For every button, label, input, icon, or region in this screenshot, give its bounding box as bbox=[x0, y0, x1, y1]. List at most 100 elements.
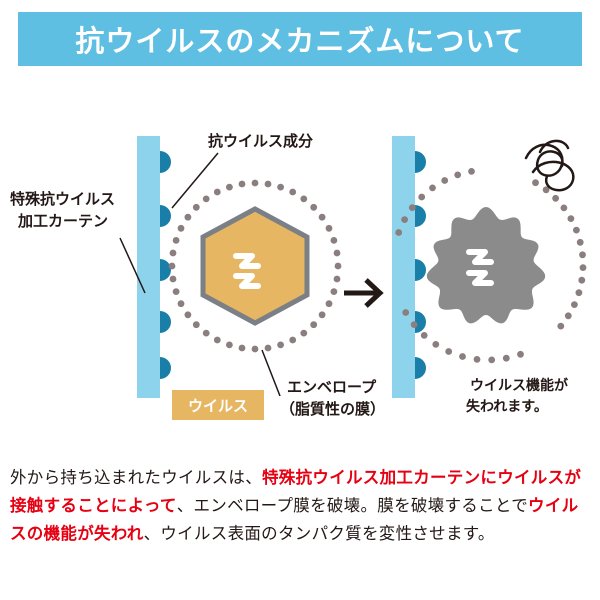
envelope-dot bbox=[192, 203, 200, 211]
envelope-dot bbox=[395, 229, 403, 236]
envelope-dot bbox=[251, 179, 259, 187]
envelope-dot bbox=[575, 289, 583, 297]
envelope-dot bbox=[310, 321, 318, 329]
envelope-dot bbox=[571, 301, 578, 308]
envelope-leader-line bbox=[261, 349, 281, 397]
explanation-text: 外から持ち込まれたウイルスは、特殊抗ウイルス加工カーテンにウイルスが接触すること… bbox=[10, 464, 590, 548]
envelope-dot bbox=[192, 321, 200, 329]
envelope-dot bbox=[213, 336, 221, 344]
emphasis-text: ウイルスの機能が失われ bbox=[10, 496, 579, 543]
emphasis-text: 特殊抗ウイルス加工カーテンにウイルスが接触することによって bbox=[10, 468, 582, 515]
envelope-dot bbox=[330, 288, 338, 295]
body-text-segment: 、ウイルス表面のタンパク質を変性させます。 bbox=[143, 524, 495, 543]
envelope-dot bbox=[576, 238, 584, 246]
envelope-dot bbox=[429, 184, 436, 192]
antiviral-component bbox=[160, 357, 171, 379]
envelope-dot bbox=[168, 262, 176, 270]
result-label-line2: 失われます。 bbox=[466, 398, 548, 415]
envelope-dot bbox=[169, 275, 177, 283]
envelope-dot bbox=[542, 186, 550, 194]
antiviral-component bbox=[160, 151, 171, 173]
envelope-dot bbox=[502, 354, 510, 362]
envelope-dot bbox=[177, 224, 185, 232]
antiviral-component bbox=[415, 357, 426, 379]
envelope-dots-right bbox=[395, 168, 587, 364]
envelope-dot bbox=[579, 264, 587, 271]
envelope-dot bbox=[401, 216, 408, 224]
antiviral-component bbox=[415, 151, 426, 173]
envelope-dot bbox=[310, 203, 318, 211]
antiviral-components-right bbox=[415, 151, 426, 379]
envelope-dot bbox=[445, 348, 453, 355]
curtain-panel-right bbox=[392, 136, 415, 398]
envelope-dot bbox=[578, 276, 586, 284]
envelope-dot bbox=[333, 275, 341, 283]
envelope-dot bbox=[238, 180, 246, 188]
envelope-dot bbox=[418, 193, 426, 201]
component-label: 抗ウイルス成分 bbox=[208, 132, 313, 150]
antiviral-component bbox=[160, 205, 171, 227]
envelope-dot bbox=[564, 312, 572, 320]
envelope-dot bbox=[277, 183, 284, 191]
envelope-dot bbox=[441, 177, 449, 184]
envelope-dot bbox=[473, 356, 481, 363]
envelope-dot bbox=[408, 204, 416, 211]
component-leader-line bbox=[171, 152, 219, 209]
antiviral-component bbox=[160, 259, 171, 281]
envelope-dot bbox=[420, 332, 428, 339]
envelope-dot bbox=[468, 168, 475, 175]
envelope-dot bbox=[238, 344, 246, 352]
envelope-dot bbox=[325, 300, 333, 308]
envelope-dot bbox=[172, 237, 180, 244]
envelope-dot bbox=[169, 249, 177, 257]
envelope-dot bbox=[202, 329, 210, 337]
damaged-virus-blob bbox=[426, 207, 546, 324]
mechanism-diagram: 特殊抗ウイルス 加工カーテン 抗ウイルス成分 ウイルス エンベロープ （脂質性の… bbox=[10, 132, 587, 420]
envelope-label-line1: エンベロープ bbox=[287, 378, 377, 396]
envelope-dot bbox=[488, 356, 496, 364]
envelope-dot bbox=[334, 262, 342, 270]
antiviral-component bbox=[160, 311, 171, 333]
envelope-dot bbox=[402, 309, 410, 316]
page-title: 抗ウイルスのメカニズムについて bbox=[75, 24, 525, 58]
envelope-dot bbox=[318, 311, 326, 319]
result-label-line1: ウイルス機能が bbox=[470, 377, 569, 394]
envelope-dot bbox=[552, 194, 559, 202]
dizzy-scribble-icon bbox=[524, 139, 575, 192]
envelope-dot bbox=[184, 311, 192, 319]
envelope-dot bbox=[325, 224, 333, 232]
envelope-dot bbox=[432, 341, 440, 348]
envelope-dots-left bbox=[168, 179, 342, 353]
envelope-dot bbox=[264, 344, 272, 352]
envelope-dot bbox=[300, 329, 308, 337]
envelope-dot bbox=[318, 213, 326, 221]
virus-tag bbox=[172, 390, 264, 420]
envelope-dot bbox=[264, 180, 272, 188]
title-banner: 抗ウイルスのメカニズムについて bbox=[18, 12, 582, 66]
antiviral-components-left bbox=[160, 151, 171, 379]
envelope-dot bbox=[226, 183, 233, 191]
envelope-label-line2: （脂質性の膜） bbox=[280, 400, 385, 418]
envelope-dot bbox=[277, 341, 284, 349]
envelope-dot bbox=[333, 249, 341, 257]
envelope-dot bbox=[289, 188, 297, 196]
damaged-virus-rna-symbol bbox=[466, 249, 494, 286]
envelope-dot bbox=[330, 237, 338, 244]
curtain-label-line2: 加工カーテン bbox=[17, 212, 108, 230]
virus-rna-symbol bbox=[233, 253, 261, 289]
envelope-dot bbox=[557, 322, 565, 330]
virus-tag-label: ウイルス bbox=[188, 397, 248, 415]
antiviral-component bbox=[415, 311, 426, 333]
antiviral-component bbox=[415, 205, 426, 227]
envelope-dot bbox=[300, 195, 308, 203]
envelope-dot bbox=[213, 188, 221, 196]
envelope-dot bbox=[560, 204, 568, 212]
envelope-dot bbox=[226, 341, 233, 349]
envelope-dot bbox=[289, 336, 297, 344]
curtain-leader-line bbox=[119, 237, 146, 294]
envelope-dot bbox=[454, 171, 462, 179]
curtain-label-line1: 特殊抗ウイルス bbox=[10, 190, 115, 208]
antiviral-component bbox=[415, 259, 426, 281]
body-text-segment: 外から持ち込まれたウイルスは、 bbox=[10, 468, 262, 487]
envelope-dot bbox=[573, 226, 580, 234]
